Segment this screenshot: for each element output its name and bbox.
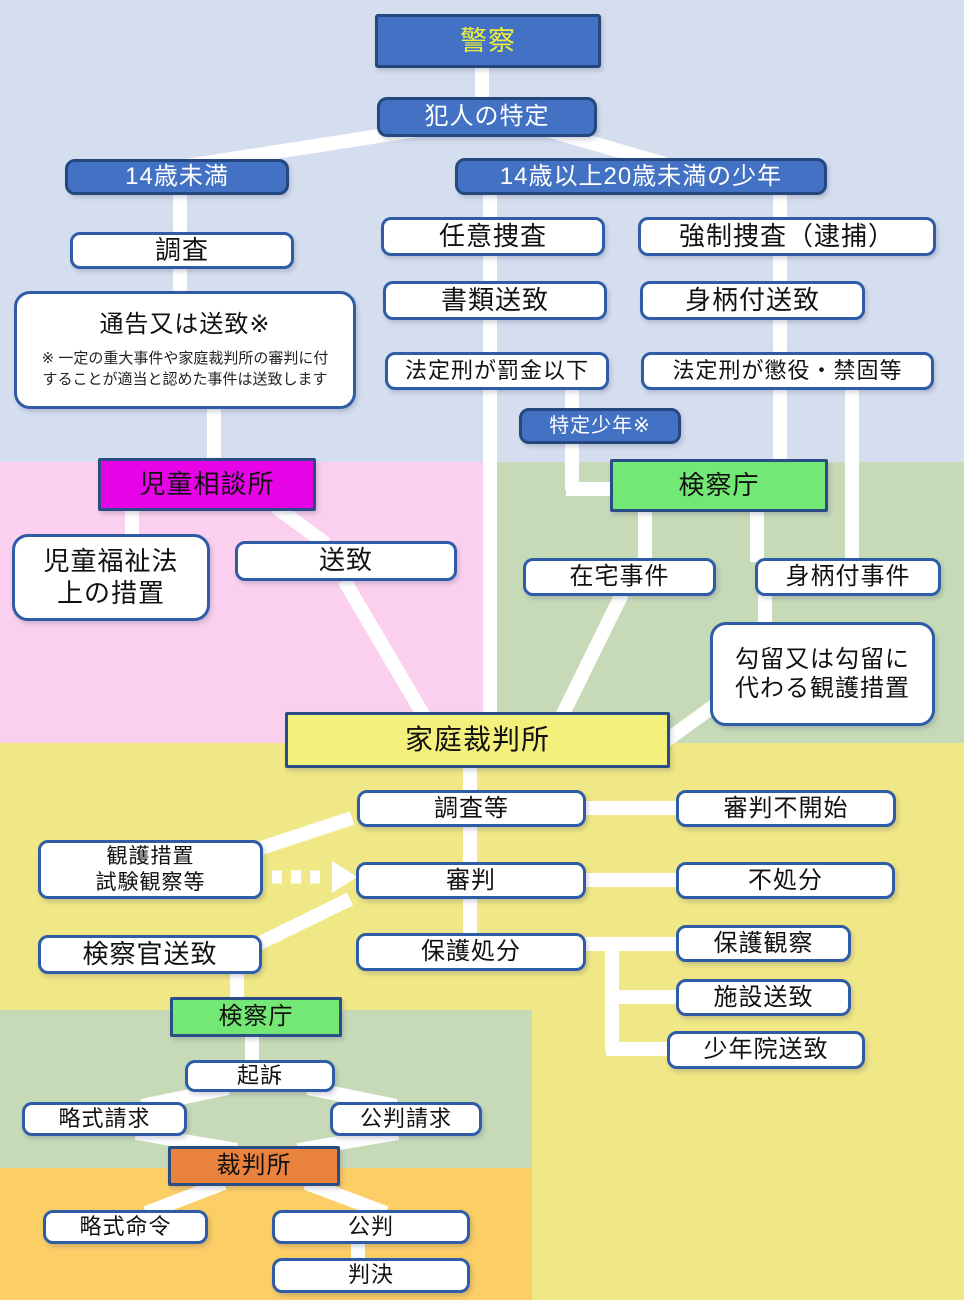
node-no-hearing-started-label: 審判不開始	[723, 794, 849, 822]
node-police: 警察	[375, 14, 601, 68]
node-juvenile-training-school-referral: 少年院送致	[667, 1031, 865, 1069]
node-voluntary-investigation-label: 任意捜査	[438, 220, 547, 251]
node-custody-case-label: 身柄付事件	[785, 563, 911, 591]
node-protective-custody-observation-line-1: 観護措置	[106, 844, 195, 868]
node-court-label: 裁判所	[216, 1152, 292, 1180]
dotted-arrow	[272, 861, 357, 893]
node-referral: 送致	[235, 541, 457, 581]
node-family-court-label: 家庭裁判所	[404, 723, 550, 755]
node-investigation-etc-label: 調査等	[434, 794, 509, 822]
node-at-home-case-label: 在宅事件	[569, 563, 670, 591]
node-investigation: 調査	[70, 232, 294, 269]
node-judgment-label: 判決	[347, 1262, 394, 1288]
node-child-welfare-measures: 児童福祉法 上の措置	[12, 534, 210, 621]
node-suspect-identification: 犯人の特定	[377, 97, 597, 137]
node-notice-or-referral: 通告又は送致※ ※ 一定の重大事件や家庭裁判所の審判に付 することが適当と認めた…	[14, 291, 356, 409]
node-age-14-to-20: 14歳以上20歳未満の少年	[455, 158, 827, 195]
node-juvenile-training-school-referral-label: 少年院送致	[703, 1036, 829, 1064]
node-trial-label: 公判	[347, 1213, 394, 1239]
node-statutory-imprisonment-label: 法定刑が懲役・禁固等	[672, 357, 903, 383]
node-police-label: 警察	[460, 25, 516, 56]
node-referral-label: 送致	[318, 545, 373, 576]
node-summary-order: 略式命令	[43, 1210, 208, 1244]
node-prosecutors-office-upper: 検察庁	[610, 459, 828, 512]
node-voluntary-investigation: 任意捜査	[381, 217, 605, 256]
node-prosecution-label: 起訴	[236, 1062, 283, 1088]
node-child-welfare-measures-line-2: 上の措置	[56, 577, 165, 608]
node-probation: 保護観察	[676, 925, 851, 962]
node-probation-label: 保護観察	[713, 929, 814, 957]
node-hearing-label: 審判	[446, 866, 496, 894]
node-summary-request: 略式請求	[22, 1102, 187, 1136]
node-trial: 公判	[272, 1210, 470, 1244]
node-statutory-imprisonment: 法定刑が懲役・禁固等	[641, 352, 934, 390]
node-under-14: 14歳未満	[65, 159, 289, 195]
node-prosecutors-office-upper-label: 検察庁	[678, 469, 760, 500]
node-family-court: 家庭裁判所	[285, 712, 670, 768]
node-referral-to-prosecutor-label: 検察官送致	[82, 938, 218, 969]
node-facility-referral: 施設送致	[676, 979, 851, 1016]
node-investigation-etc: 調査等	[357, 790, 586, 827]
node-at-home-case: 在宅事件	[523, 558, 716, 596]
node-judgment: 判決	[272, 1258, 470, 1293]
node-detention-measures: 勾留又は勾留に 代わる観護措置	[710, 622, 935, 726]
node-document-referral: 書類送致	[383, 281, 607, 320]
node-protective-disposition: 保護処分	[356, 933, 586, 971]
node-specified-juvenile: 特定少年※	[519, 408, 681, 444]
node-child-consultation-center: 児童相談所	[98, 458, 316, 511]
node-trial-request-label: 公判請求	[359, 1105, 452, 1131]
node-compulsory-investigation: 強制捜査（逮捕）	[638, 217, 936, 256]
node-no-hearing-started: 審判不開始	[676, 790, 896, 827]
node-trial-request: 公判請求	[330, 1102, 482, 1136]
node-summary-order-label: 略式命令	[79, 1213, 172, 1239]
node-investigation-label: 調査	[154, 234, 209, 265]
node-child-welfare-measures-line-1: 児童福祉法	[43, 545, 179, 576]
node-compulsory-investigation-label: 強制捜査（逮捕）	[678, 220, 895, 251]
node-notice-or-referral-label: 通告又は送致※	[99, 311, 271, 339]
node-protective-custody-observation-line-2: 試験観察等	[95, 870, 206, 894]
node-detention-measures-line-2: 代わる観護措置	[735, 675, 910, 702]
node-suspect-identification-label: 犯人の特定	[424, 103, 550, 131]
node-custody-case: 身柄付事件	[755, 558, 941, 596]
node-custody-referral: 身柄付送致	[640, 281, 865, 320]
node-prosecutors-office-lower: 検察庁	[170, 997, 342, 1037]
node-under-14-label: 14歳未満	[125, 163, 229, 191]
node-child-consultation-center-label: 児童相談所	[139, 468, 275, 499]
node-statutory-fine-or-less-label: 法定刑が罰金以下	[404, 357, 589, 383]
node-detention-measures-line-1: 勾留又は勾留に	[735, 645, 910, 673]
node-protective-custody-observation: 観護措置 試験観察等	[38, 840, 263, 899]
node-specified-juvenile-label: 特定少年※	[549, 414, 651, 437]
node-prosecution: 起訴	[185, 1060, 335, 1092]
node-facility-referral-label: 施設送致	[713, 983, 814, 1011]
node-notice-or-referral-note-1: ※ 一定の重大事件や家庭裁判所の審判に付	[41, 350, 329, 368]
node-custody-referral-label: 身柄付送致	[684, 284, 820, 315]
node-protective-disposition-label: 保護処分	[421, 938, 521, 966]
node-notice-or-referral-note-2: することが適当と認めた事件は送致します	[42, 370, 328, 388]
node-statutory-fine-or-less: 法定刑が罰金以下	[385, 352, 609, 390]
node-document-referral-label: 書類送致	[440, 284, 549, 315]
node-court: 裁判所	[168, 1146, 340, 1186]
node-no-disposition-label: 不処分	[748, 866, 823, 894]
node-hearing: 審判	[356, 862, 586, 899]
node-summary-request-label: 略式請求	[58, 1105, 151, 1131]
node-no-disposition: 不処分	[676, 862, 895, 899]
node-age-14-to-20-label: 14歳以上20歳未満の少年	[499, 162, 783, 190]
node-prosecutors-office-lower-label: 検察庁	[218, 1003, 294, 1031]
node-referral-to-prosecutor: 検察官送致	[38, 935, 262, 974]
